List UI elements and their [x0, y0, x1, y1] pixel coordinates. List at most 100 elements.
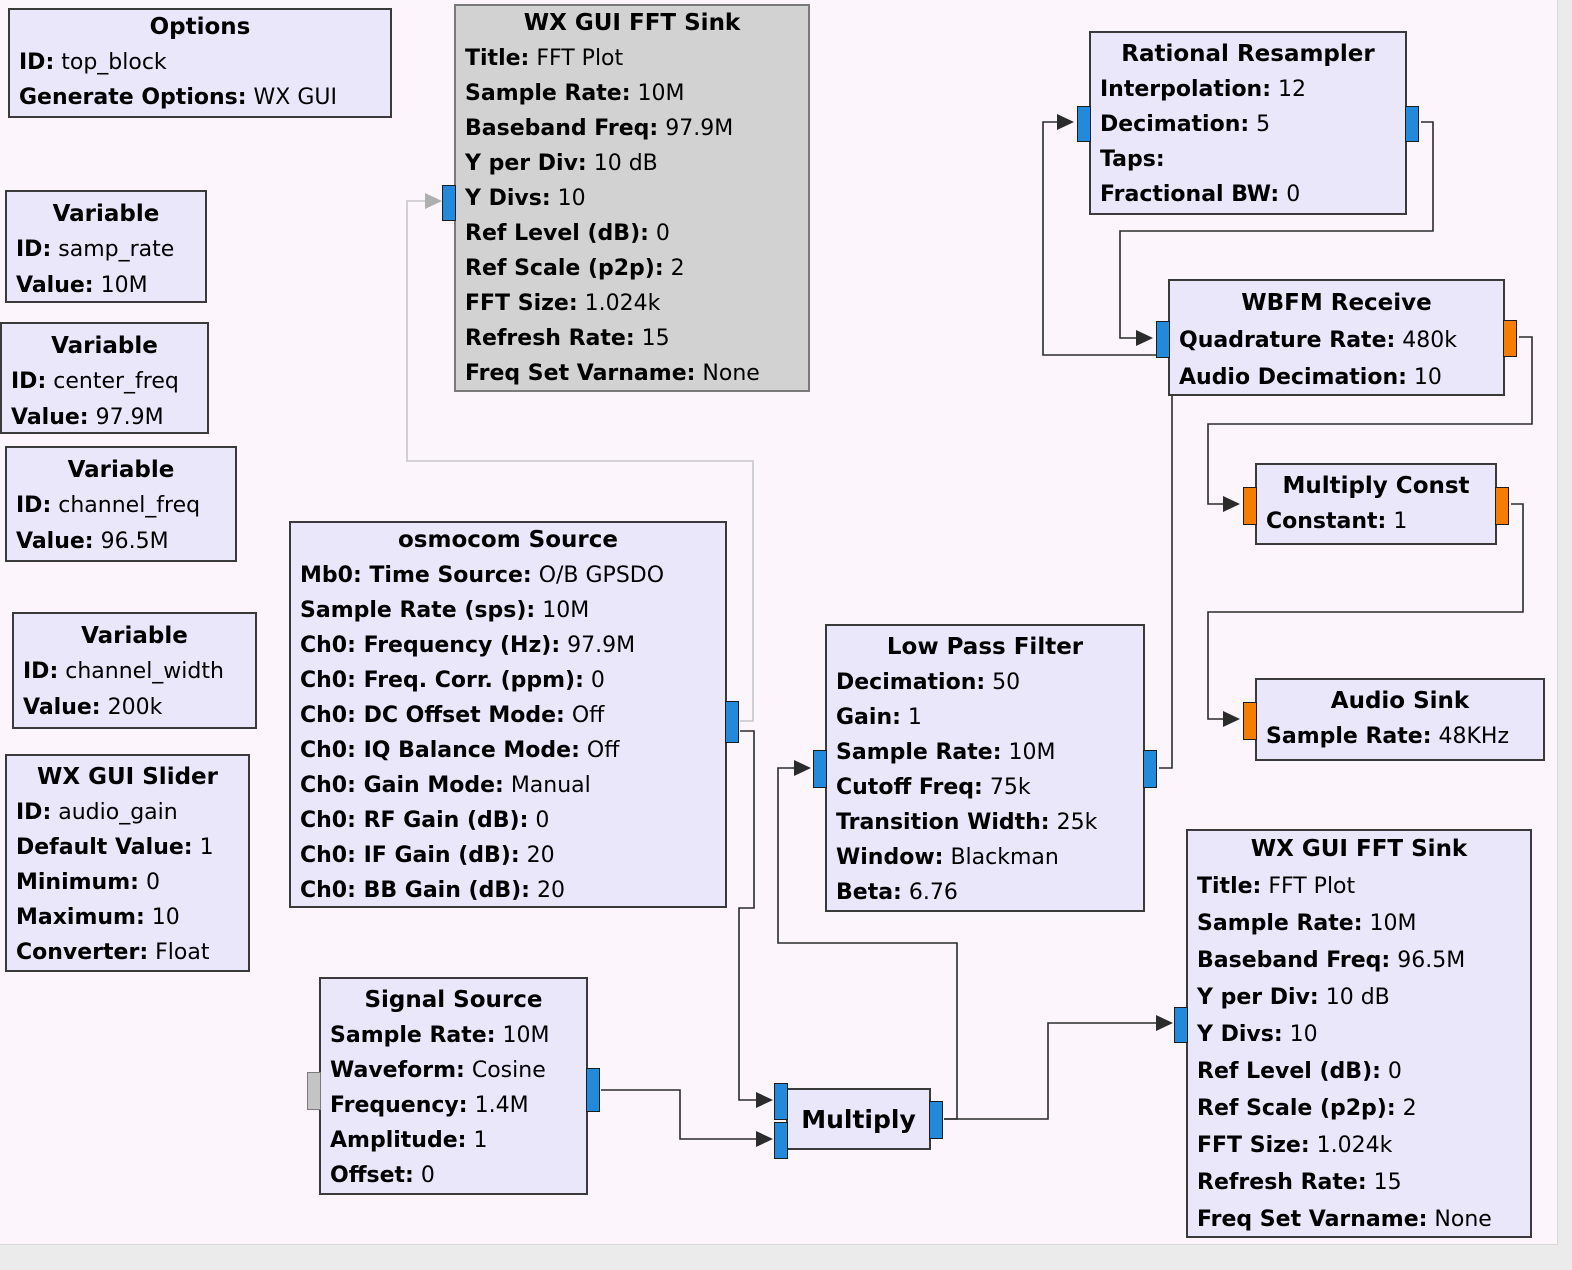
- param-label: Beta:: [836, 880, 902, 905]
- param-row: Ch0: Freq. Corr. (ppm):0: [291, 663, 725, 698]
- param-value: 1: [473, 1128, 488, 1153]
- param-label: Ref Scale (p2p):: [1197, 1096, 1396, 1121]
- param-row: Baseband Freq:96.5M: [1188, 942, 1530, 979]
- wire-arrow-resampler: [1057, 114, 1074, 130]
- param-label: Sample Rate:: [836, 740, 1002, 765]
- param-label: Mb0: Time Source:: [300, 563, 532, 588]
- block-title: Variable: [52, 201, 160, 227]
- output-port-float[interactable]: [1503, 320, 1517, 357]
- block-title: Signal Source: [364, 987, 543, 1013]
- param-row: Transition Width:25k: [827, 805, 1143, 840]
- wire-multconst-to-audiosink[interactable]: [1207, 503, 1524, 720]
- input-port-complex[interactable]: [1156, 321, 1170, 358]
- input-port-message[interactable]: [307, 1072, 321, 1110]
- param-value: top_block: [61, 50, 167, 75]
- block-params: Sample Rate:48KHz: [1257, 719, 1543, 754]
- param-label: Ch0: BB Gain (dB):: [300, 878, 530, 903]
- param-label: Cutoff Freq:: [836, 775, 983, 800]
- wire-osmocom-to-fft1[interactable]: [406, 200, 754, 722]
- wire-multiply-to-lpf[interactable]: [777, 767, 958, 1120]
- param-row: Minimum:0: [7, 865, 248, 900]
- param-value: 10 dB: [1325, 985, 1390, 1010]
- param-value: None: [702, 361, 760, 386]
- block-osmocom-source[interactable]: osmocom Source Mb0: Time Source:O/B GPSD…: [289, 521, 739, 908]
- block-title: Multiply: [801, 1104, 916, 1134]
- param-label: Window:: [836, 845, 944, 870]
- output-port-complex[interactable]: [1143, 750, 1157, 788]
- param-value: 2: [1402, 1096, 1417, 1121]
- output-port-float[interactable]: [1495, 487, 1509, 525]
- param-value: center_freq: [53, 369, 179, 394]
- wire-multiply-to-fft2[interactable]: [944, 1022, 1157, 1120]
- param-value: channel_width: [65, 659, 224, 684]
- wire-lpf-to-resampler[interactable]: [1042, 121, 1173, 769]
- param-row: Freq Set Varname:None: [1188, 1201, 1530, 1238]
- param-value: samp_rate: [58, 237, 175, 262]
- input-port-float[interactable]: [1243, 487, 1257, 525]
- param-row: Sample Rate:48KHz: [1257, 719, 1543, 754]
- param-label: Value:: [23, 695, 101, 720]
- wire-sigsource-to-multiply-in1[interactable]: [601, 1089, 757, 1140]
- param-value: Float: [155, 940, 210, 965]
- param-value: 97.9M: [567, 633, 636, 658]
- param-value: 20: [526, 843, 555, 868]
- param-label: Ch0: Gain Mode:: [300, 773, 504, 798]
- param-value: 25k: [1056, 810, 1098, 835]
- param-value: 75k: [989, 775, 1031, 800]
- param-row: Value:97.9M: [2, 400, 207, 436]
- param-value: 10M: [502, 1023, 550, 1048]
- param-row: Value:10M: [7, 268, 205, 304]
- param-row: Offset:0: [321, 1158, 586, 1193]
- param-row: Sample Rate:10M: [321, 1018, 586, 1053]
- input-port-0-complex[interactable]: [774, 1083, 788, 1120]
- output-port-complex[interactable]: [929, 1101, 943, 1139]
- param-value: None: [1434, 1207, 1492, 1232]
- block-params: Constant:1: [1257, 504, 1495, 539]
- block-title: Multiply Const: [1282, 473, 1470, 499]
- param-row: Sample Rate:10M: [827, 735, 1143, 770]
- param-value: 5: [1256, 112, 1271, 137]
- block-title: WBFM Receive: [1241, 290, 1432, 316]
- block-multiply[interactable]: Multiply: [774, 1083, 943, 1159]
- wire-wbfm-to-multconst[interactable]: [1207, 336, 1533, 505]
- input-port-complex[interactable]: [442, 185, 456, 221]
- input-port-1-complex[interactable]: [774, 1122, 788, 1159]
- param-label: Title:: [465, 46, 530, 71]
- input-port-float[interactable]: [1243, 702, 1257, 740]
- block-audio-sink[interactable]: Audio Sink Sample Rate:48KHz: [1243, 678, 1545, 761]
- wire-resampler-to-wbfm[interactable]: [1119, 121, 1434, 339]
- wire-arrow-multconst: [1223, 496, 1240, 512]
- param-row: ID:samp_rate: [7, 232, 205, 268]
- output-port-complex[interactable]: [1405, 106, 1419, 142]
- block-title: Variable: [51, 333, 158, 359]
- input-port-complex[interactable]: [1077, 106, 1091, 142]
- output-port-complex[interactable]: [725, 701, 739, 743]
- input-port-complex[interactable]: [813, 750, 827, 788]
- param-value: 97.9M: [95, 405, 164, 430]
- block-multiply-const[interactable]: Multiply Const Constant:1: [1243, 463, 1509, 545]
- param-label: Generate Options:: [19, 85, 247, 110]
- param-label: Ch0: RF Gain (dB):: [300, 808, 529, 833]
- param-value: Off: [571, 703, 605, 728]
- param-label: ID:: [19, 50, 55, 75]
- param-value: 2: [670, 256, 685, 281]
- wire-arrow-lpf: [794, 760, 811, 776]
- input-port-complex[interactable]: [1174, 1007, 1188, 1043]
- wire-osmocom-to-multiply-in0[interactable]: [738, 730, 757, 1101]
- output-port-complex[interactable]: [586, 1068, 600, 1112]
